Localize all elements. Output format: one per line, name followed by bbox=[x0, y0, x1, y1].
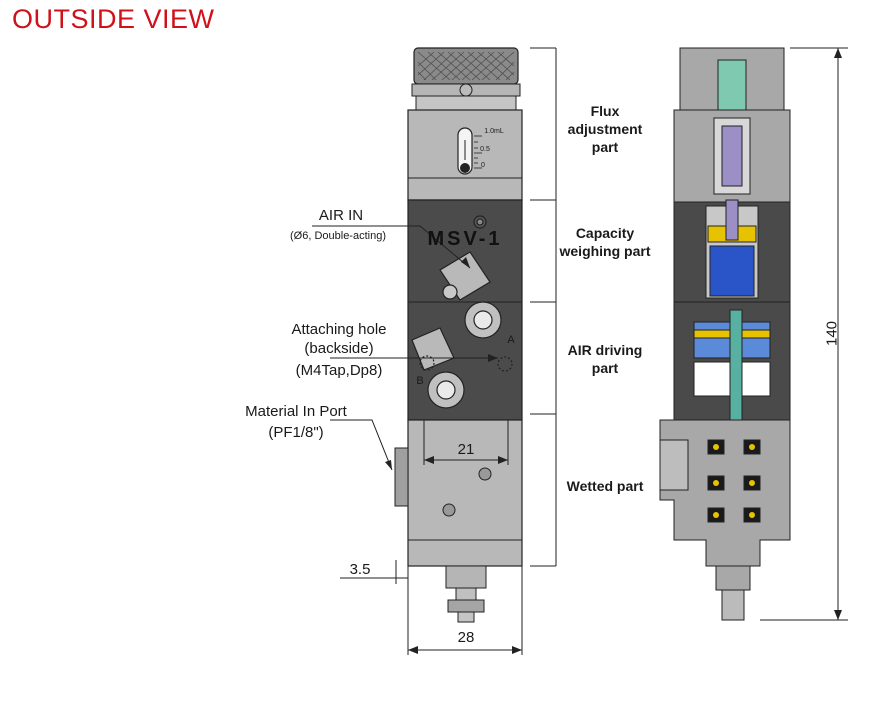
callout-leaders bbox=[312, 225, 498, 471]
section-capacity: Capacity weighing part bbox=[559, 225, 651, 259]
outside-view bbox=[394, 47, 523, 623]
gauge-bottom-label: 0 bbox=[481, 162, 485, 169]
air-in-label: AIR IN bbox=[318, 207, 364, 224]
dimension-lines bbox=[340, 47, 848, 655]
gauge-mid-label: 0.5 bbox=[480, 146, 490, 153]
dim-width-28: 28 bbox=[457, 629, 475, 646]
dim-width-21: 21 bbox=[457, 441, 475, 458]
air-in-sub-label: (Ø6, Double-acting) bbox=[290, 230, 386, 242]
section-flux: Flux adjustment part bbox=[567, 103, 643, 155]
attach-backside-label: (backside) bbox=[304, 340, 374, 357]
port-b-label: B bbox=[416, 375, 424, 387]
section-air-driving: AIR driving part bbox=[567, 342, 643, 376]
material-port-spec-label: (PF1/8") bbox=[268, 424, 324, 441]
attach-spec-label: (M4Tap,Dp8) bbox=[295, 362, 383, 379]
gauge-top-label: 1.0mL bbox=[484, 128, 504, 135]
material-port-label: Material In Port bbox=[245, 403, 347, 420]
dim-offset-3-5: 3.5 bbox=[349, 561, 371, 578]
section-view bbox=[659, 47, 791, 621]
dim-height-140: 140 bbox=[823, 320, 841, 347]
model-label: MSV-1 bbox=[427, 228, 503, 250]
port-a-label: A bbox=[507, 334, 515, 346]
page-title: OUTSIDE VIEW bbox=[12, 4, 215, 34]
attach-hole-label: Attaching hole bbox=[291, 321, 387, 338]
section-wetted: Wetted part bbox=[566, 478, 644, 494]
